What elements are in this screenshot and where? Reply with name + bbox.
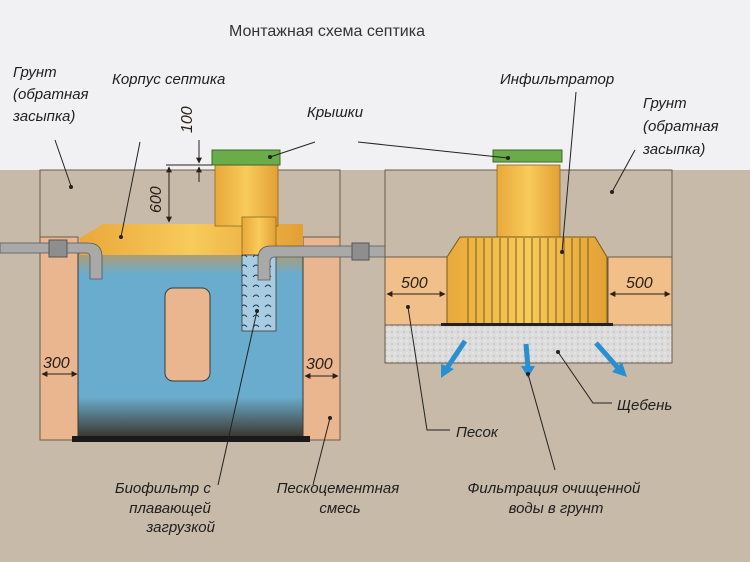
diagram-title: Монтажная схема септика [229, 23, 425, 40]
label-soil-left: Грунт (обратная засыпка) [12, 64, 93, 125]
label-filtration: Фильтрация очищенной воды в грунт [468, 480, 645, 517]
leader-lines [54, 91, 636, 486]
dim-300-left: 300 [43, 355, 70, 372]
label-lids: Крышки [307, 104, 364, 121]
label-sand: Песок [456, 424, 499, 441]
dim-300-right: 300 [306, 356, 333, 373]
infiltrator-base [441, 323, 613, 326]
dim-600: 600 [148, 186, 165, 213]
label-biofilter: Биофильтр с плавающей загрузкой [115, 480, 216, 536]
inlet-pipe [0, 242, 103, 280]
label-infiltrator: Инфильтратор [500, 71, 614, 88]
tank-bottom-plate [72, 436, 310, 442]
tank-window [164, 287, 211, 382]
label-sand-cement: Пескоцементная смесь [277, 480, 404, 517]
inlet-coupling [48, 239, 68, 258]
infiltrator-body [446, 236, 608, 326]
dim-500-right: 500 [626, 275, 653, 292]
label-tank-body: Корпус септика [112, 71, 225, 88]
dim-100: 100 [179, 106, 196, 133]
dim-500-left: 500 [401, 275, 428, 292]
label-soil-right: Грунт (обратная засыпка) [642, 95, 723, 158]
lid-right [492, 149, 563, 163]
sand-cement-right [302, 236, 341, 441]
leader-dots [69, 155, 614, 420]
sand-cement-left [39, 236, 79, 441]
infiltrator-ribs [467, 238, 589, 324]
sky [0, 0, 750, 170]
infiltrator-neck [496, 164, 561, 241]
overflow-coupling [351, 242, 370, 261]
label-gravel: Щебень [617, 397, 672, 414]
lid-left [211, 149, 281, 166]
dimension-lines [41, 140, 671, 379]
